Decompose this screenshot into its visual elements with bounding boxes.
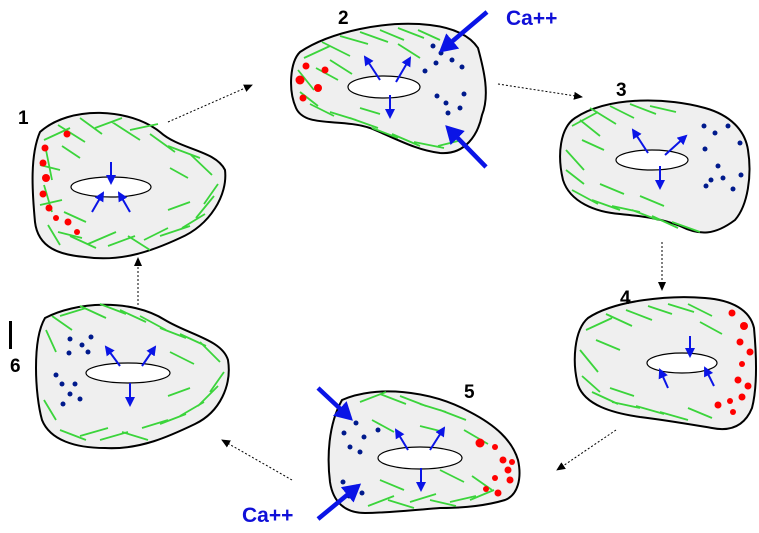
nucleus xyxy=(378,447,462,469)
nucleus xyxy=(86,363,170,383)
stage-label-3: 3 xyxy=(616,80,627,101)
cycle-arrow-2-to-3 xyxy=(498,84,582,97)
cycle-arrow-1-to-2 xyxy=(168,85,252,122)
stage-label-4: 4 xyxy=(620,288,631,309)
nucleus xyxy=(348,76,420,98)
cell-stage-6: 6 xyxy=(9,304,229,448)
nucleus xyxy=(616,150,688,170)
cell-stage-5: Ca++ 5 xyxy=(242,382,519,527)
cell-stage-2: Ca++ 2 xyxy=(291,7,557,167)
cell-stage-1: 1 xyxy=(18,108,225,258)
stage-label-6: 6 xyxy=(10,356,21,377)
cycle-arrow-4-to-5 xyxy=(557,430,616,470)
stage-label-2: 2 xyxy=(338,8,349,29)
edge-mark xyxy=(9,321,12,349)
cell-stage-4: 4 xyxy=(575,288,756,429)
stage-label-1: 1 xyxy=(18,108,29,129)
ion-label-ca-bottom: Ca++ xyxy=(242,504,293,527)
cell-stage-3: 3 xyxy=(560,80,749,233)
stage-label-5: 5 xyxy=(464,382,475,403)
ion-label-ca-top: Ca++ xyxy=(506,7,557,30)
cycle-arrow-5-to-6 xyxy=(222,440,292,480)
